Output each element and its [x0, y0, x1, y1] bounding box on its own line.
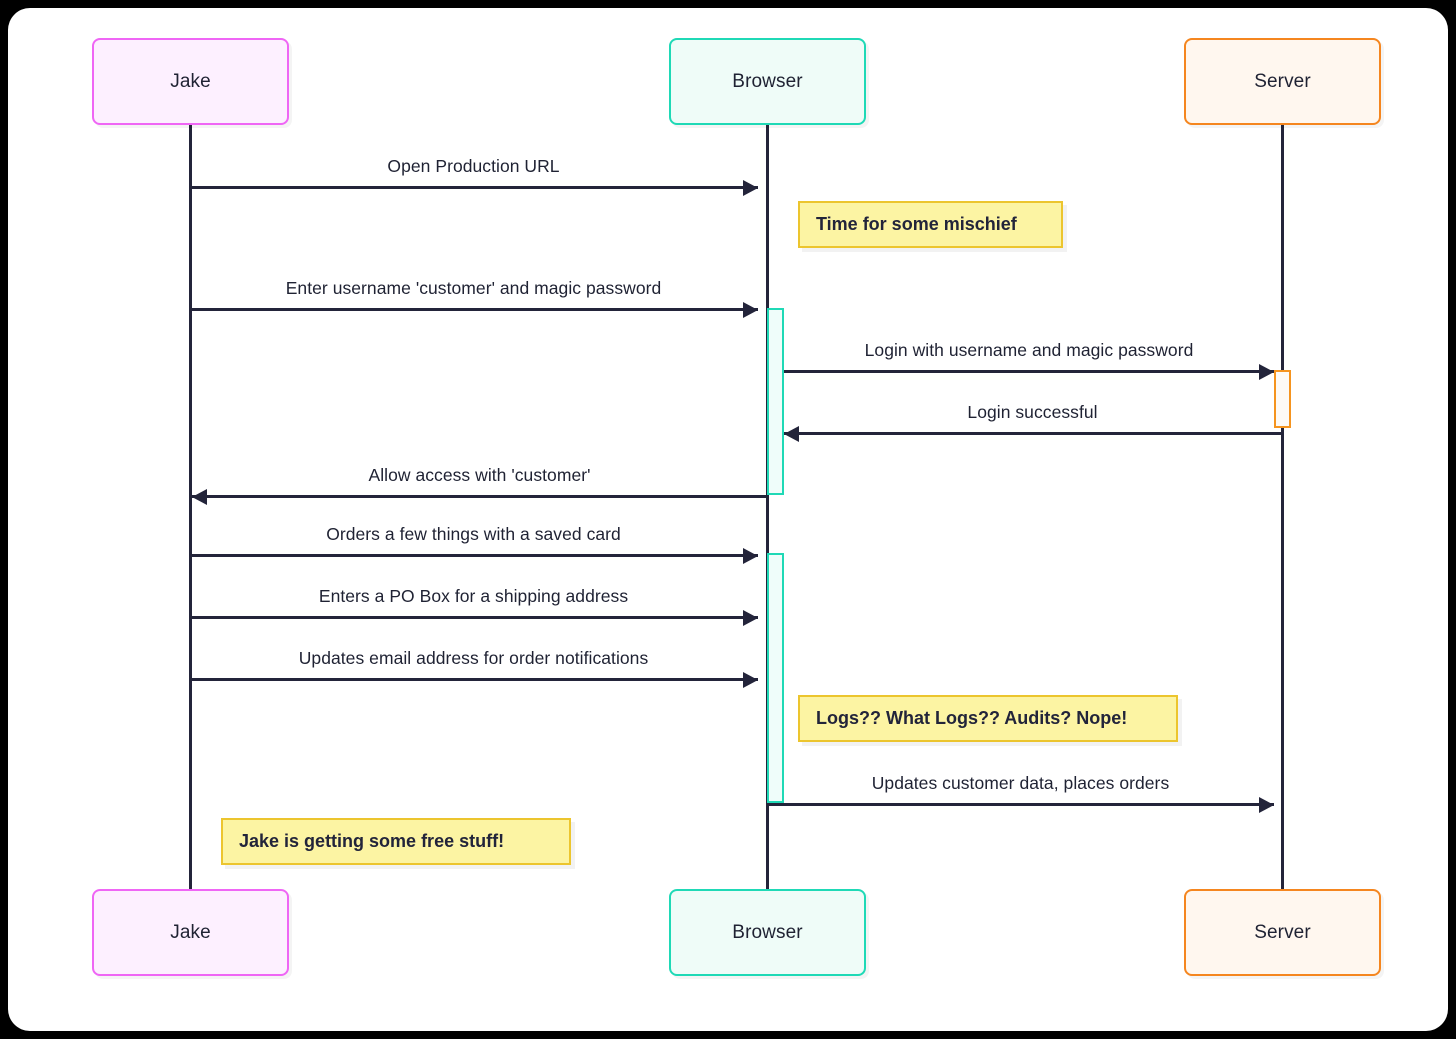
participant-jake-top-label: Jake [170, 70, 211, 92]
message-line [767, 803, 1274, 806]
message-line [784, 432, 1281, 435]
activation-browser-login [767, 308, 784, 495]
participant-browser-bottom[interactable]: Browser [669, 889, 866, 976]
lifeline-browser [766, 123, 769, 894]
message-line [189, 186, 758, 189]
lifeline-jake [189, 123, 192, 894]
arrowhead-left [192, 488, 207, 505]
diagram-canvas: Jake Browser Server Open Production URL … [8, 8, 1448, 1031]
arrowhead-right [743, 609, 758, 626]
activation-browser-orders [767, 553, 784, 803]
participant-jake-bottom-label: Jake [170, 921, 211, 943]
message-line [189, 616, 758, 619]
note-text: Logs?? What Logs?? Audits? Nope! [816, 708, 1128, 728]
arrowhead-right [743, 179, 758, 196]
participant-jake-top[interactable]: Jake [92, 38, 289, 125]
message-line [784, 370, 1274, 373]
message-label: Updates customer data, places orders [871, 773, 1170, 793]
message-line [189, 308, 758, 311]
arrowhead-left [784, 425, 799, 442]
message-label: Updates email address for order notifica… [298, 648, 649, 668]
arrowhead-right [743, 671, 758, 688]
message-label: Enter username 'customer' and magic pass… [285, 278, 662, 298]
participant-jake-bottom[interactable]: Jake [92, 889, 289, 976]
activation-server-auth [1274, 370, 1291, 428]
message-label: Allow access with 'customer' [368, 465, 591, 485]
message-label: Orders a few things with a saved card [326, 524, 621, 544]
arrowhead-right [743, 301, 758, 318]
note-time-for-some-mischief: Time for some mischief [798, 201, 1063, 248]
message-label: Open Production URL [387, 156, 560, 176]
participant-browser-top-label: Browser [732, 70, 803, 92]
note-text: Time for some mischief [816, 214, 1017, 234]
sequence-diagram: Jake Browser Server Open Production URL … [8, 8, 1448, 1031]
arrowhead-right [1259, 363, 1274, 380]
note-logs-what-logs: Logs?? What Logs?? Audits? Nope! [798, 695, 1178, 742]
arrowhead-right [743, 547, 758, 564]
message-line [192, 495, 767, 498]
message-label: Login with username and magic password [864, 340, 1194, 360]
message-line [189, 554, 758, 557]
participant-server-top-label: Server [1254, 70, 1311, 92]
participant-browser-top[interactable]: Browser [669, 38, 866, 125]
note-text: Jake is getting some free stuff! [239, 831, 505, 851]
participant-server-bottom-label: Server [1254, 921, 1311, 943]
arrowhead-right [1259, 796, 1274, 813]
participant-server-bottom[interactable]: Server [1184, 889, 1381, 976]
message-line [189, 678, 758, 681]
participant-browser-bottom-label: Browser [732, 921, 803, 943]
message-label: Login successful [967, 402, 1098, 422]
participant-server-top[interactable]: Server [1184, 38, 1381, 125]
lifeline-server [1281, 123, 1284, 894]
note-jake-free-stuff: Jake is getting some free stuff! [221, 818, 571, 865]
message-label: Enters a PO Box for a shipping address [318, 586, 629, 606]
